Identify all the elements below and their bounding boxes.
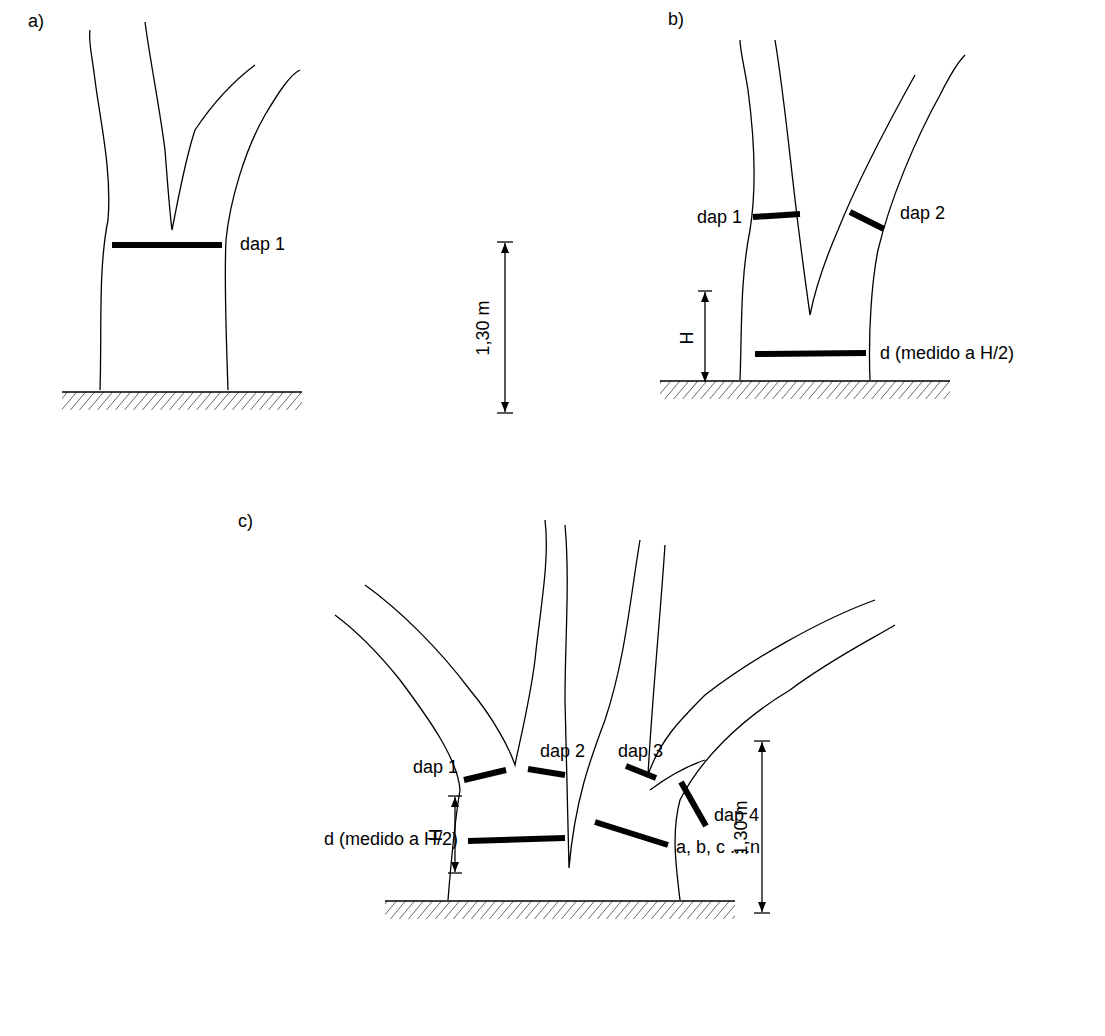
diameter-label: dap 2: [900, 204, 945, 224]
panel-letter: a): [28, 12, 44, 32]
dimension-label: H: [678, 332, 698, 345]
diameter-label: dap 1: [697, 208, 742, 228]
diameter-label: dap 3: [618, 742, 663, 762]
diameter-bars: [112, 212, 884, 845]
panel-letter: b): [668, 10, 684, 30]
dimension-label: 1,30 m: [732, 800, 752, 855]
diameter-label: dap 2: [540, 742, 585, 762]
dimension-lines: [448, 242, 770, 913]
diameter-label: dap 1: [240, 235, 285, 255]
diameter-label: d (medido a H/2): [880, 344, 1014, 364]
diameter-label: d (medido a H/2): [324, 830, 458, 850]
diameter-label: dap 1: [413, 758, 458, 778]
ground-hatch: [62, 381, 950, 919]
panel-letter: c): [238, 512, 253, 532]
dimension-label: 1,30 m: [474, 300, 494, 355]
